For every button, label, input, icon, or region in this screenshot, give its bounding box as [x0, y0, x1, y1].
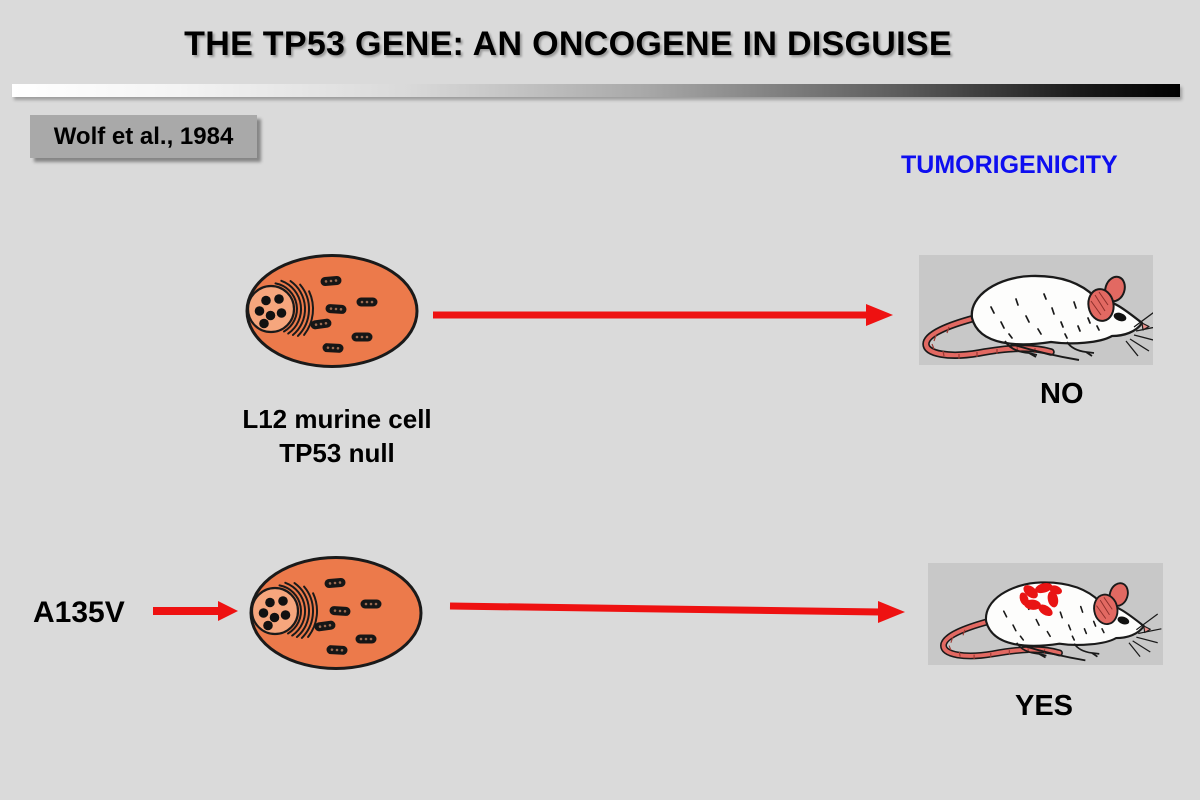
l12-cell-mutant-icon — [247, 554, 425, 672]
tumor-mouse-icon — [928, 563, 1163, 665]
citation-label: Wolf et al., 1984 — [53, 122, 234, 150]
tumorigenicity-result-yes: YES — [1015, 690, 1074, 722]
injection-arrow-icon — [433, 304, 893, 326]
cell-caption-line1: L12 murine cell — [242, 404, 432, 434]
tumorigenicity-result-no: NO — [1040, 378, 1084, 410]
mouse-panel — [919, 255, 1153, 365]
mutation-arrow-icon — [153, 601, 238, 621]
cell-caption: L12 murine cell TP53 null — [214, 402, 460, 470]
citation-box: Wolf et al., 1984 — [30, 115, 257, 158]
l12-cell-icon — [244, 252, 420, 370]
tumorigenicity-header: TUMORIGENICITY — [901, 151, 1118, 179]
title-underline-bar — [12, 84, 1180, 97]
white-mouse-icon — [919, 255, 1153, 365]
injection-arrow-icon — [449, 601, 905, 623]
mutation-label: A135V — [33, 596, 125, 629]
slide-title: THE TP53 GENE: AN ONCOGENE IN DISGUISE — [184, 25, 952, 63]
mouse-panel — [928, 563, 1163, 665]
cell-caption-line2: TP53 null — [279, 438, 395, 468]
